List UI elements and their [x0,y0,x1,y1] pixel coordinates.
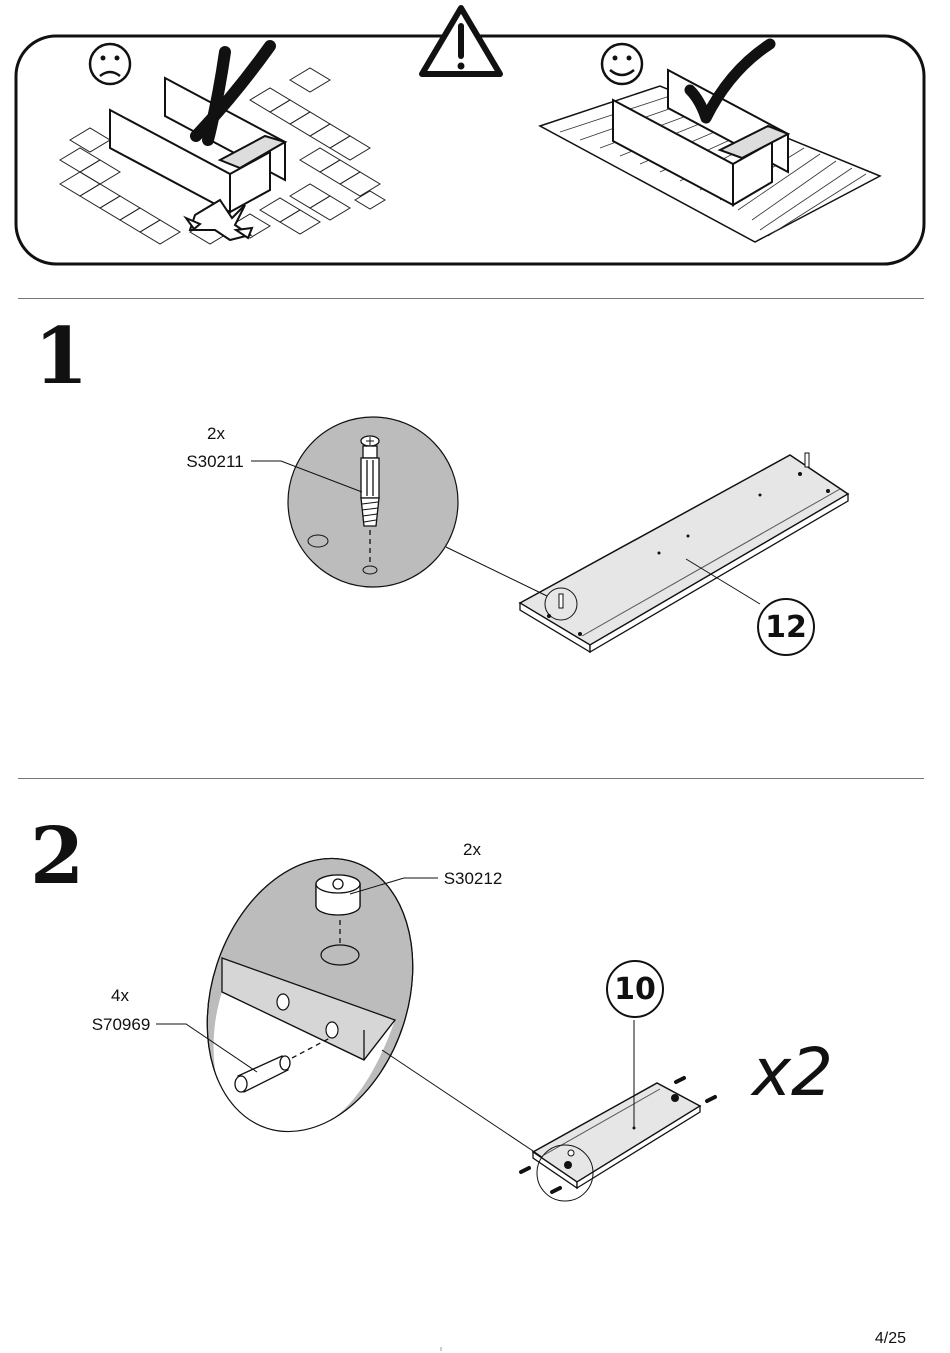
panel-id-badge: 12 [757,598,815,656]
part-code: S30211 [178,452,252,472]
detail2-leader-line [382,1050,542,1157]
section-divider [18,298,924,299]
part-code: S30212 [436,869,510,889]
sad-face-icon [90,44,130,84]
part-quantity: 4x [100,986,140,1006]
step-1-number: 1 [34,318,88,396]
part-quantity: 2x [196,424,236,444]
part-quantity: 2x [452,840,492,860]
page-number: 4/25 [875,1330,906,1348]
panel-10-illustration [521,1078,715,1201]
step-2-number: 2 [30,818,84,896]
detail-leader-line [446,547,547,596]
part-code: S70969 [84,1015,158,1035]
smiley-face-icon [602,44,642,84]
section-divider [18,778,924,779]
panel-id-badge: 10 [606,960,664,1018]
quantity-multiplier: x2 [752,1034,833,1111]
